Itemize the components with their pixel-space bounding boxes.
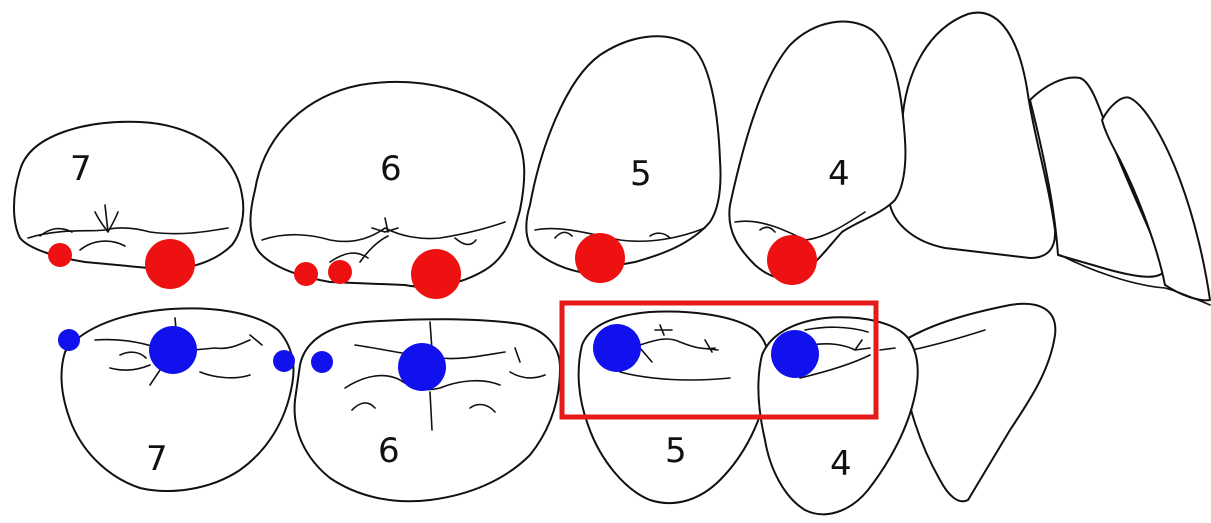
upper-arch: 7 6 5 4 — [13, 11, 1211, 306]
lower-tooth-4-number: 4 — [830, 444, 852, 484]
upper-tooth-5-outline — [525, 35, 722, 273]
upper-tooth-6-cusp-line — [261, 221, 506, 243]
upper-contact-marker — [145, 239, 195, 289]
lower-tooth-6-outline — [293, 318, 561, 503]
lower-contact-marker — [273, 350, 295, 372]
upper-contact-marker — [411, 249, 461, 299]
lower-tooth-7-outline — [60, 307, 295, 492]
upper-tooth-7-groove — [39, 204, 126, 251]
upper-tooth-7-number: 7 — [70, 149, 92, 189]
lower-contact-marker — [311, 351, 333, 373]
lower-contact-marker — [149, 326, 197, 374]
lower-tooth-5-groove — [611, 324, 731, 381]
upper-tooth-6-number: 6 — [380, 149, 402, 189]
upper-incisor-2-outline — [1101, 96, 1211, 302]
lower-tooth-5-number: 5 — [665, 431, 687, 471]
upper-contact-marker — [48, 243, 72, 267]
upper-tooth-5-groove — [554, 231, 671, 239]
upper-tooth-7-outline — [13, 120, 245, 271]
upper-contact-marker — [328, 260, 352, 284]
highlight-box — [559, 300, 879, 420]
upper-tooth-6 — [249, 81, 526, 288]
upper-tooth-4-number: 4 — [828, 154, 850, 194]
lower-tooth-4-groove — [799, 326, 896, 379]
upper-tooth-7 — [13, 120, 245, 271]
lower-arch: 7 6 5 4 — [58, 302, 1057, 516]
upper-contact-marker — [575, 233, 625, 283]
lower-contact-marker — [398, 343, 446, 391]
lower-contact-marker — [593, 324, 641, 372]
lower-tooth-6-number: 6 — [378, 431, 400, 471]
upper-contact-marker — [767, 235, 817, 285]
upper-tooth-4-groove — [759, 226, 776, 233]
lower-contact-marker — [58, 329, 80, 351]
lower-canine-outline — [904, 302, 1057, 503]
upper-tooth-4-outline — [728, 20, 907, 280]
lower-canine-edge — [911, 329, 986, 351]
lower-tooth-7 — [60, 307, 295, 492]
upper-tooth-5-number: 5 — [630, 154, 652, 194]
upper-tooth-5 — [525, 35, 722, 273]
upper-incisor-edge — [1059, 254, 1211, 306]
lower-contact-marker — [771, 330, 819, 378]
upper-tooth-6-groove — [329, 217, 477, 263]
upper-tooth-4 — [728, 20, 907, 280]
upper-tooth-5-cusp-line — [534, 227, 706, 243]
lower-tooth-7-number: 7 — [146, 439, 168, 479]
upper-canine-outline — [887, 11, 1057, 259]
upper-contact-marker — [294, 262, 318, 286]
lower-tooth-6 — [293, 318, 561, 503]
